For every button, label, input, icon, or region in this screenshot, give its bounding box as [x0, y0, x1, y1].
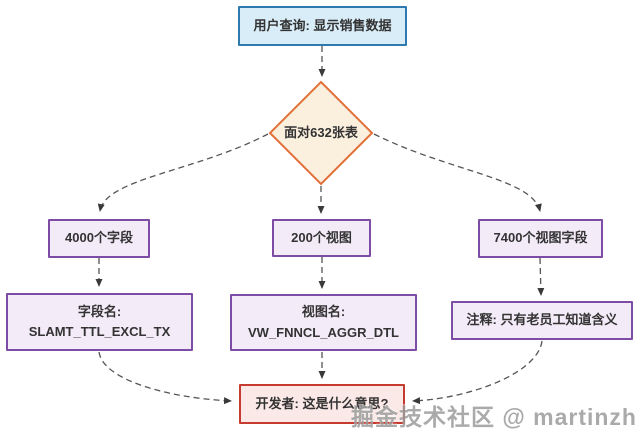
node-view-count-label: 200个视图: [291, 229, 352, 245]
edge-decision-to-viewfields: [373, 133, 542, 212]
edge-decision-to-fields: [97, 133, 269, 212]
node-field-count-label: 4000个字段: [65, 230, 133, 246]
node-field-name-value: SLAMT_TTL_EXCL_TX: [28, 324, 171, 339]
node-view-name-title: 视图名:: [301, 304, 346, 320]
node-decision-label: 面对632张表: [284, 125, 358, 140]
edge-comment-to-developer: [412, 340, 543, 405]
node-user-query: 用户查询: 显示销售数据: [238, 6, 407, 46]
watermark-text: 掘金技术社区 @ martinzh: [350, 404, 637, 430]
node-field-count: 4000个字段: [48, 219, 150, 258]
edge-viewfields-to-comment: [537, 257, 545, 296]
node-comment: 注释: 只有老员工知道含义: [451, 301, 633, 340]
node-view-name-value: VW_FNNCL_AGGR_DTL: [248, 324, 399, 340]
node-view-field-count: 7400个视图字段: [478, 219, 603, 258]
node-user-query-label: 用户查询: 显示销售数据: [253, 17, 392, 33]
node-view-count: 200个视图: [272, 219, 371, 257]
node-comment-label: 注释: 只有老员工知道含义: [466, 312, 618, 328]
node-field-name: 字段名: SLAMT_TTL_EXCL_TX: [6, 293, 193, 351]
decision-diamond-shape: [268, 80, 374, 186]
node-view-name: 视图名: VW_FNNCL_AGGR_DTL: [230, 294, 417, 351]
node-view-field-count-label: 7400个视图字段: [493, 230, 588, 246]
node-developer-label: 开发者: 这是什么意思?: [255, 395, 389, 411]
node-field-name-title: 字段名:: [77, 303, 122, 319]
node-developer: 开发者: 这是什么意思?: [239, 384, 405, 424]
edge-fieldname-to-developer: [98, 351, 232, 405]
